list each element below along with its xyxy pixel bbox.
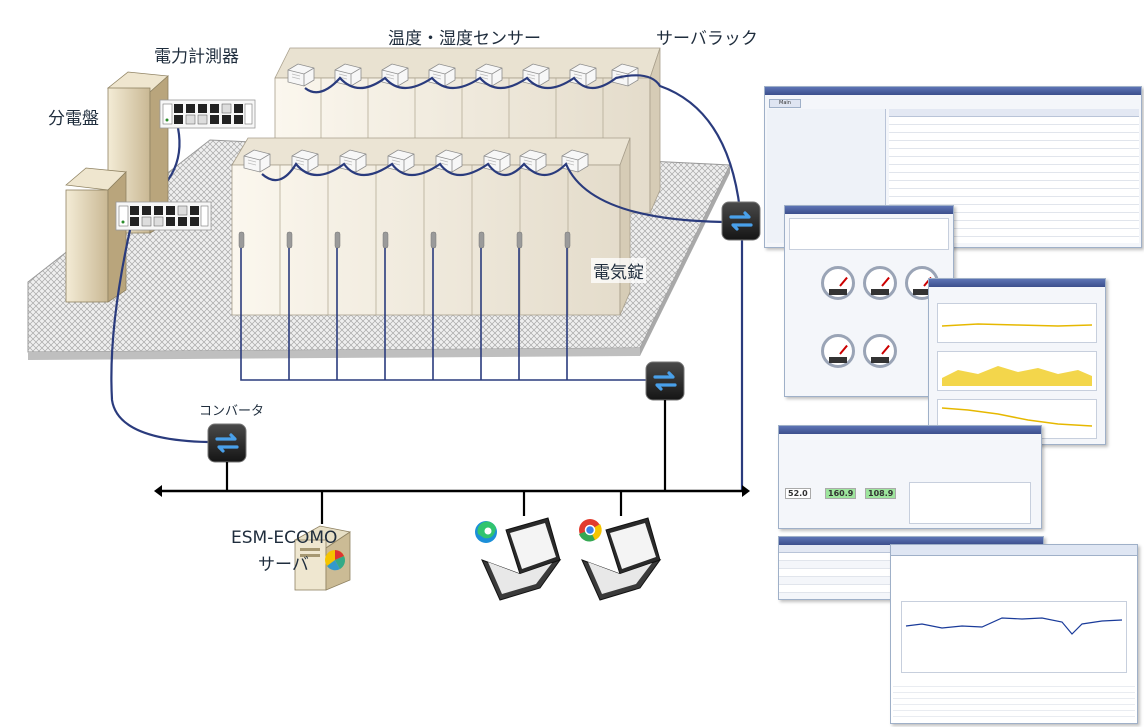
esm-server-label-1: ESM-ECOMO [231,528,338,548]
converter-lock [644,360,686,402]
chrome-browser-icon [579,519,602,542]
server-rack-row-front [231,137,631,316]
distribution-panel-label: 分電盤 [48,109,99,129]
lock-cables [240,248,648,381]
converter-rack [720,200,762,242]
tab-main: Main [769,99,801,108]
laptop-chrome-icon [581,517,662,601]
screenshot-gauges [784,205,954,397]
laptop-edge-icon [481,517,562,601]
value-s: 160.9 [825,488,857,499]
value-r: 52.0 [785,488,811,499]
server-rack-label: サーバラック [656,29,758,49]
value-t: 108.9 [865,488,897,499]
screenshot-spreadsheet [890,544,1138,724]
edge-browser-icon [475,521,497,543]
converter-label: コンバータ [199,404,265,419]
screenshot-power-table: 52.0 160.9 108.9 [778,425,1042,529]
esm-server-icon [293,525,352,591]
power-meter-bottom [115,201,212,231]
electric-lock-label: 電気錠 [591,258,646,283]
sensor-label: 温度・湿度センサー [388,29,541,49]
converter-meter [206,422,248,464]
esm-server-label-2: サーバ [258,555,309,575]
power-meter-top [159,99,256,129]
distribution-panel-front [65,167,127,303]
screenshot-trend [928,278,1106,445]
power-meter-label: 電力計測器 [154,47,239,67]
